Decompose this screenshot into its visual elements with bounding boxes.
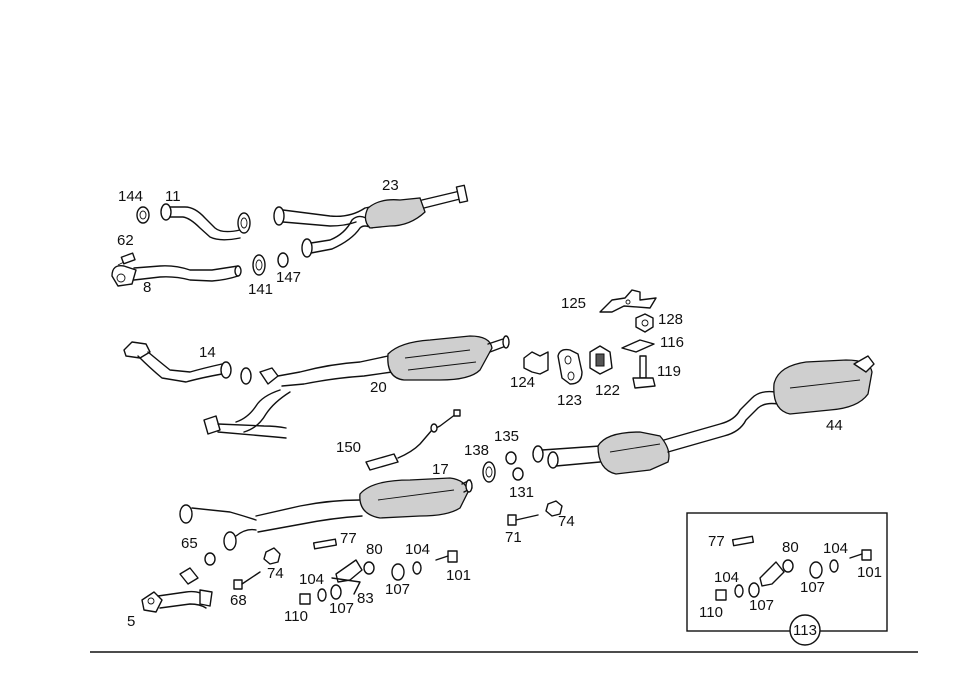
inset-detail-box: 113 77 80 104 104 107 101 110 107 xyxy=(686,512,888,646)
label-77: 77 xyxy=(340,530,357,547)
part-77-clamp xyxy=(312,538,338,550)
label-124: 124 xyxy=(510,374,535,391)
inset-label-80: 80 xyxy=(782,539,799,556)
inset-label-107b: 107 xyxy=(749,597,774,614)
part-141-gasket xyxy=(252,254,266,276)
part-124-bracket xyxy=(523,351,549,375)
label-68: 68 xyxy=(230,592,247,609)
label-8: 8 xyxy=(143,279,151,296)
label-138: 138 xyxy=(464,442,489,459)
label-17: 17 xyxy=(432,461,449,478)
label-62: 62 xyxy=(117,232,134,249)
label-131: 131 xyxy=(509,484,534,501)
label-135: 135 xyxy=(494,428,519,445)
part-147-ring xyxy=(277,252,289,268)
part-138-gasket xyxy=(482,461,496,483)
label-104-lower: 104 xyxy=(299,571,324,588)
label-44: 44 xyxy=(826,417,843,434)
part-17-catalytic-converter xyxy=(179,477,473,551)
label-74-left: 74 xyxy=(267,565,284,582)
label-147: 147 xyxy=(276,269,301,286)
part-104b-washer xyxy=(317,588,327,602)
part-23-front-pipe xyxy=(273,184,469,258)
part-135-ring xyxy=(505,451,517,465)
inset-label-77: 77 xyxy=(708,533,725,550)
label-119: 119 xyxy=(657,363,681,380)
part-119-bolt xyxy=(632,355,656,389)
label-20: 20 xyxy=(370,379,387,396)
part-80-bracket xyxy=(335,559,375,583)
label-141: 141 xyxy=(248,281,273,298)
part-5-pipe xyxy=(141,567,213,613)
label-107-right: 107 xyxy=(385,581,410,598)
part-144-gasket xyxy=(136,206,150,224)
label-71: 71 xyxy=(505,529,522,546)
part-44-rear-muffler xyxy=(532,355,875,475)
part-62-bolt xyxy=(117,252,136,266)
part-8-pipe xyxy=(111,265,242,287)
part-131-ring xyxy=(512,467,524,481)
part-71-bolt xyxy=(507,514,539,526)
part-83-bracket xyxy=(331,577,361,595)
part-107-rubber xyxy=(330,563,405,600)
part-labels: 144 11 23 62 8 141 147 125 128 116 14 11… xyxy=(117,177,843,630)
part-125-bracket xyxy=(599,289,657,313)
part-74b-nut xyxy=(263,547,281,565)
part-11-pipe xyxy=(160,203,251,241)
label-128: 128 xyxy=(658,311,683,328)
inset-label-104a: 104 xyxy=(823,540,848,557)
label-116: 116 xyxy=(660,334,684,351)
label-65: 65 xyxy=(181,535,198,552)
label-144: 144 xyxy=(118,188,143,205)
label-110: 110 xyxy=(284,608,308,625)
part-74-nut xyxy=(545,500,563,517)
inset-ref-label: 113 xyxy=(793,622,817,639)
inset-label-107a: 107 xyxy=(800,579,825,596)
part-14-pipe xyxy=(123,341,232,383)
part-123-hanger xyxy=(557,348,583,385)
inset-label-101: 101 xyxy=(857,564,882,581)
label-122: 122 xyxy=(595,382,620,399)
inset-label-110: 110 xyxy=(699,604,723,621)
label-80: 80 xyxy=(366,541,383,558)
label-11: 11 xyxy=(165,188,181,205)
label-23: 23 xyxy=(382,177,399,194)
part-101-bolt xyxy=(435,550,458,563)
part-128-nut xyxy=(635,313,654,333)
part-122-hanger xyxy=(589,345,613,375)
part-150-oxygen-sensor xyxy=(365,409,461,471)
part-110-bolt xyxy=(299,593,311,605)
label-150: 150 xyxy=(336,439,361,456)
label-83: 83 xyxy=(357,590,374,607)
part-68-bolt xyxy=(233,571,261,590)
label-125: 125 xyxy=(561,295,586,312)
part-20-catalytic-converter xyxy=(203,335,510,439)
label-101: 101 xyxy=(446,567,471,584)
label-104-upper: 104 xyxy=(405,541,430,558)
label-123: 123 xyxy=(557,392,582,409)
part-116-clip xyxy=(621,339,655,353)
part-65-ring xyxy=(204,552,216,566)
part-104-washer xyxy=(412,561,422,575)
inset-label-104b: 104 xyxy=(714,569,739,586)
label-74-right: 74 xyxy=(558,513,575,530)
label-14: 14 xyxy=(199,344,216,361)
label-5: 5 xyxy=(127,613,135,630)
label-107-left: 107 xyxy=(329,600,354,617)
